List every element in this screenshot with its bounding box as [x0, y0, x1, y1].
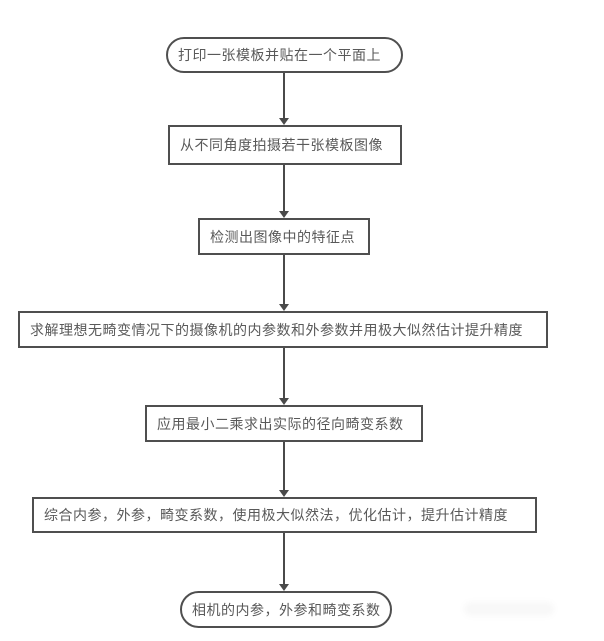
- arrowhead-down-icon: [279, 211, 289, 218]
- flow-node-label: 综合内参，外参，畸变系数，使用极大似然法，优化估计，提升估计精度: [44, 507, 508, 523]
- connector-line: [279, 348, 289, 405]
- flow-node-result: 相机的内参，外参和畸变系数: [180, 591, 392, 628]
- flow-node-least-squares-distortion: 应用最小二乘求出实际的径向畸变系数: [145, 405, 423, 442]
- arrowhead-down-icon: [279, 398, 289, 405]
- faint-watermark: [464, 602, 554, 616]
- flow-node-solve-ideal-params: 求解理想无畸变情况下的摄像机的内参数和外参数并用极大似然估计提升精度: [18, 311, 548, 348]
- flow-node-capture-images: 从不同角度拍摄若干张模板图像: [168, 125, 402, 165]
- flow-node-label: 检测出图像中的特征点: [210, 228, 355, 245]
- arrowhead-down-icon: [279, 490, 289, 497]
- flow-node-label: 应用最小二乘求出实际的径向畸变系数: [157, 415, 404, 432]
- arrowhead-down-icon: [279, 584, 289, 591]
- flow-node-label: 相机的内参，外参和畸变系数: [192, 601, 381, 618]
- flow-node-label: 打印一张模板并贴在一个平面上: [178, 47, 381, 63]
- flow-node-start: 打印一张模板并贴在一个平面上: [166, 37, 403, 73]
- flow-node-detect-features: 检测出图像中的特征点: [198, 218, 370, 255]
- connector-line: [279, 442, 289, 497]
- connector-line: [279, 533, 289, 591]
- arrowhead-down-icon: [279, 304, 289, 311]
- connector-line: [279, 73, 289, 125]
- flow-node-optimize-estimate: 综合内参，外参，畸变系数，使用极大似然法，优化估计，提升估计精度: [32, 497, 537, 533]
- connector-line: [279, 165, 289, 218]
- flow-node-label: 求解理想无畸变情况下的摄像机的内参数和外参数并用极大似然估计提升精度: [30, 321, 523, 338]
- flow-node-label: 从不同角度拍摄若干张模板图像: [180, 137, 383, 153]
- arrowhead-down-icon: [279, 118, 289, 125]
- connector-line: [279, 255, 289, 311]
